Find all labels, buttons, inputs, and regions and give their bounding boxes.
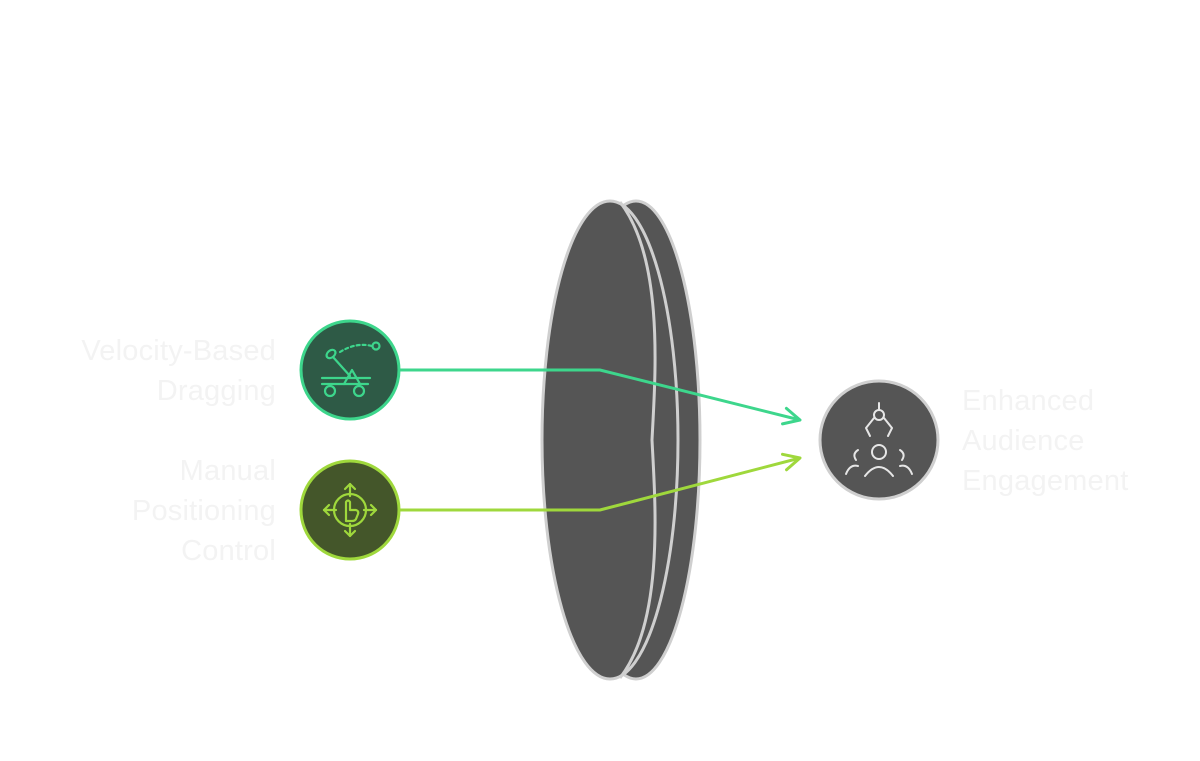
label-line: Control xyxy=(181,535,276,567)
lens-edge-line xyxy=(618,201,657,679)
label-line: Velocity-Based xyxy=(81,335,276,367)
hand-move-icon xyxy=(322,482,378,538)
connector-manual xyxy=(400,452,802,512)
audience-engagement-icon xyxy=(845,402,913,477)
connector-velocity xyxy=(400,368,802,426)
lens xyxy=(540,199,702,681)
label-line: Engagement xyxy=(962,465,1129,497)
output-node xyxy=(818,379,940,501)
input-node-manual xyxy=(299,459,401,561)
catapult-icon xyxy=(320,341,381,398)
input-node-velocity xyxy=(299,319,401,421)
label-enhanced-audience-engagement: Enhanced Audience Engagement xyxy=(962,381,1182,501)
label-line: Positioning xyxy=(131,495,276,527)
lens-front xyxy=(540,199,680,681)
label-line: Manual xyxy=(179,455,276,487)
label-line: Dragging xyxy=(156,375,276,407)
label-line: Enhanced xyxy=(962,385,1095,417)
label-manual-positioning-control: Manual Positioning Control xyxy=(20,451,276,571)
label-velocity-based-dragging: Velocity-Based Dragging xyxy=(20,331,276,411)
label-line: Audience xyxy=(962,425,1085,457)
